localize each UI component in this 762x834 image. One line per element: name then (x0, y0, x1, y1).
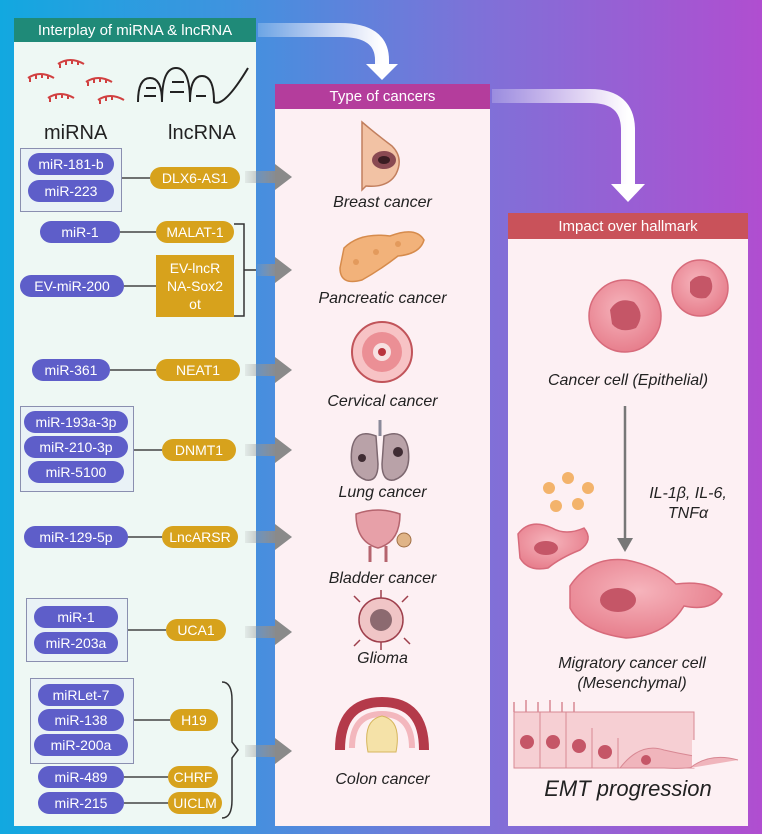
lncrna-label: lncRNA (168, 122, 236, 144)
mirna-pill: EV-miR-200 (20, 275, 124, 297)
gray-arrow (257, 257, 292, 283)
cytokines-caption: IL-1β, IL-6, TNFα (649, 485, 727, 522)
mirna-label: miRNA (44, 122, 108, 144)
mirna-pill: miR-210-3p (24, 436, 128, 458)
cervix-icon (351, 321, 413, 383)
bracket-colon (221, 681, 239, 819)
mirna-pill: miR-200a (34, 734, 128, 756)
mirna-pill: miR-203a (34, 632, 118, 654)
flow-arrow-top (258, 23, 398, 80)
cancer-caption: Pancreatic cancer (318, 290, 447, 307)
cancer-caption: Bladder cancer (328, 570, 437, 587)
cancer-caption: Cervical cancer (327, 393, 438, 410)
lncrna-pill: UCA1 (166, 619, 226, 641)
bladder-icon (355, 509, 412, 562)
lncrna-pill: NEAT1 (156, 359, 240, 381)
migratory-caption: Migratory cancer cell (Mesenchymal) (558, 655, 706, 692)
emt-caption: EMT progression (544, 776, 712, 801)
emt-epithelium-icon (513, 700, 740, 769)
mirna-pill: miR-138 (38, 709, 124, 731)
lncrna-pill: CHRF (168, 766, 218, 788)
lung-icon (350, 420, 410, 481)
epithelial-caption: Cancer cell (Epithelial) (547, 372, 709, 389)
lncrna-pill: DNMT1 (162, 439, 236, 461)
mirna-pill: miR-215 (38, 792, 124, 814)
epithelial-cell-icon (588, 259, 729, 353)
lncrna-pill: H19 (170, 709, 218, 731)
bracket-pancreatic (234, 223, 256, 317)
mirna-pill: miR-1 (40, 221, 120, 243)
cancer-types-header: Type of cancers (275, 84, 490, 109)
lncrna-pill: LncARSR (162, 526, 238, 548)
migratory-cell-icon (517, 523, 723, 639)
glioma-icon (353, 590, 411, 650)
cancer-caption: Glioma (357, 650, 408, 667)
mirna-icon (27, 59, 125, 104)
mirna-pill: miR-193a-3p (24, 411, 128, 433)
cytokine-dots-icon (543, 472, 594, 512)
cancer-caption: Lung cancer (338, 484, 427, 501)
gray-arrow (245, 357, 292, 383)
mirna-pill: miR-181-b (28, 153, 114, 175)
lncrna-pill: MALAT-1 (156, 221, 234, 243)
connectors (110, 177, 170, 804)
mirna-pill: miR-129-5p (24, 526, 128, 548)
cancer-caption: Breast cancer (333, 194, 432, 211)
gray-arrow (245, 524, 292, 550)
mirna-pill: miR-223 (28, 180, 114, 202)
gray-arrow (245, 738, 292, 764)
mirna-pill: miRLet-7 (38, 684, 124, 706)
colon-icon (335, 696, 429, 753)
lncrna-pill: DLX6-AS1 (150, 167, 240, 189)
flow-arrow-right (492, 89, 645, 202)
gray-arrow (245, 164, 292, 190)
gray-arrow (245, 619, 292, 645)
cancer-caption: Colon cancer (335, 771, 430, 788)
hallmark-header: Impact over hallmark (508, 213, 748, 239)
breast-icon (361, 120, 400, 192)
lncrna-box-label: EV-lncRNA-Sox2ot (166, 260, 224, 312)
gray-arrow (245, 437, 292, 463)
interplay-header: Interplay of miRNA & lncRNA (14, 18, 256, 42)
pancreas-icon (339, 231, 425, 283)
mirna-pill: miR-5100 (28, 461, 124, 483)
mirna-pill: miR-1 (34, 606, 118, 628)
mirna-pill: miR-489 (38, 766, 124, 788)
lncrna-icon (137, 66, 249, 104)
lncrna-pill: UICLM (168, 792, 222, 814)
mirna-pill: miR-361 (32, 359, 110, 381)
lncrna-box: EV-lncRNA-Sox2ot (156, 255, 234, 317)
